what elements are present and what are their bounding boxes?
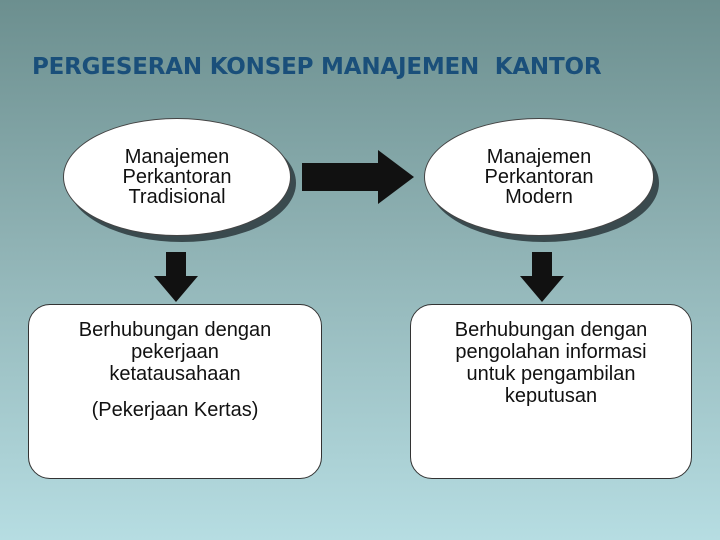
box-text-line: untuk pengambilan xyxy=(466,363,636,385)
traditional-description-box: Berhubungan dengan pekerjaan ketatausaha… xyxy=(28,304,322,479)
box-text-line: ketatausahaan xyxy=(109,363,241,385)
box-text-line: Berhubungan dengan xyxy=(454,319,648,341)
down-arrow-icon xyxy=(520,252,564,302)
ellipse-text-line: Perkantoran xyxy=(122,166,232,188)
slide-title: PERGESERAN KONSEP MANAJEMEN KANTOR xyxy=(32,54,602,80)
right-arrow-icon xyxy=(302,150,414,204)
down-arrow-icon xyxy=(154,252,198,302)
ellipse-text-line: Tradisional xyxy=(128,186,226,208)
ellipse-text-line: Manajemen xyxy=(124,146,230,168)
box-text-line: pengolahan informasi xyxy=(455,341,647,363)
ellipse-text-line: Modern xyxy=(505,186,573,208)
ellipse-text-line: Perkantoran xyxy=(484,166,594,188)
modern-description-box: Berhubungan dengan pengolahan informasi … xyxy=(410,304,692,479)
box-text-line: Berhubungan dengan xyxy=(78,319,272,341)
box-note: (Pekerjaan Kertas) xyxy=(91,399,259,421)
traditional-ellipse: Manajemen Perkantoran Tradisional xyxy=(63,118,291,236)
ellipse-text-line: Manajemen xyxy=(486,146,592,168)
box-text-line: keputusan xyxy=(504,385,598,407)
modern-ellipse: Manajemen Perkantoran Modern xyxy=(424,118,654,236)
box-text-line: pekerjaan xyxy=(131,341,219,363)
